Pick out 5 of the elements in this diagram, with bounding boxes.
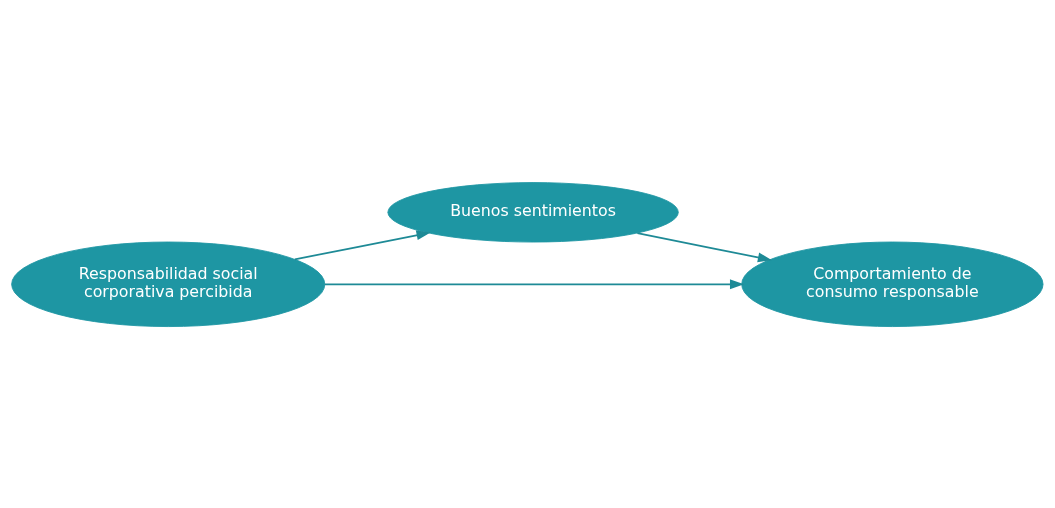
arrow — [323, 278, 745, 289]
arrow — [636, 231, 772, 262]
node-ellipse: Comportamiento de consumo responsable — [741, 241, 1044, 327]
node-ellipse: Responsabilidad social corporativa percibida — [11, 241, 326, 327]
arrow — [293, 229, 431, 260]
